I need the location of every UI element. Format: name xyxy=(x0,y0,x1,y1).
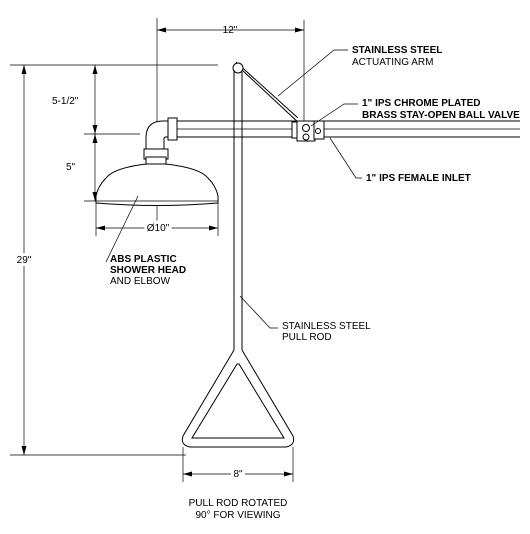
dimension-upper-height xyxy=(92,65,98,134)
leader-shower-head xyxy=(105,195,139,263)
leader-pull-rod xyxy=(239,295,278,329)
callout-shower-head-line1: ABS PLASTIC xyxy=(110,254,177,265)
dimension-head-drop xyxy=(92,134,98,201)
dimension-overall-height xyxy=(21,65,27,455)
leader-ball-valve xyxy=(310,103,358,127)
callout-pull-rod-line1: STAINLESS STEEL xyxy=(282,321,371,332)
callout-actuating-arm-line2: ACTUATING ARM xyxy=(352,57,433,68)
actuating-arm xyxy=(232,61,301,125)
pull-rod xyxy=(233,70,243,350)
callout-shower-head-line3: AND ELBOW xyxy=(110,276,171,287)
note-line1: PULL ROD ROTATED xyxy=(189,498,288,509)
callout-ball-valve-line2: BRASS STAY-OPEN BALL VALVE xyxy=(362,110,520,121)
ball-valve xyxy=(291,120,325,142)
dimension-handle-width-label: 8" xyxy=(233,469,243,480)
callout-shower-head-line2: SHOWER HEAD xyxy=(110,265,186,276)
dimension-head-diameter-label: Ø10" xyxy=(147,223,170,234)
callout-pull-rod-line2: PULL ROD xyxy=(282,332,332,343)
dimension-handle-width xyxy=(183,471,293,477)
supply-pipe xyxy=(158,120,520,138)
dimension-head-drop-label: 5" xyxy=(66,162,76,173)
dimension-arm-span-label: 12" xyxy=(223,25,238,36)
dimension-overall-height-label: 29" xyxy=(17,255,32,266)
shower-elbow xyxy=(143,117,178,165)
dimension-head-diameter xyxy=(96,225,218,231)
callout-actuating-arm-line1: STAINLESS STEEL xyxy=(352,45,442,56)
callout-female-inlet: 1" IPS FEMALE INLET xyxy=(366,173,471,184)
dimension-arm-span xyxy=(157,27,304,33)
leader-actuating-arm xyxy=(277,49,348,97)
note-line2: 90° FOR VIEWING xyxy=(195,510,280,521)
pull-rod-handle xyxy=(181,349,295,448)
shower-head xyxy=(95,163,219,206)
callout-ball-valve-line1: 1" IPS CHROME PLATED xyxy=(362,98,480,109)
dimension-upper-height-label: 5-1/2" xyxy=(52,96,79,107)
leader-female-inlet xyxy=(329,137,362,179)
